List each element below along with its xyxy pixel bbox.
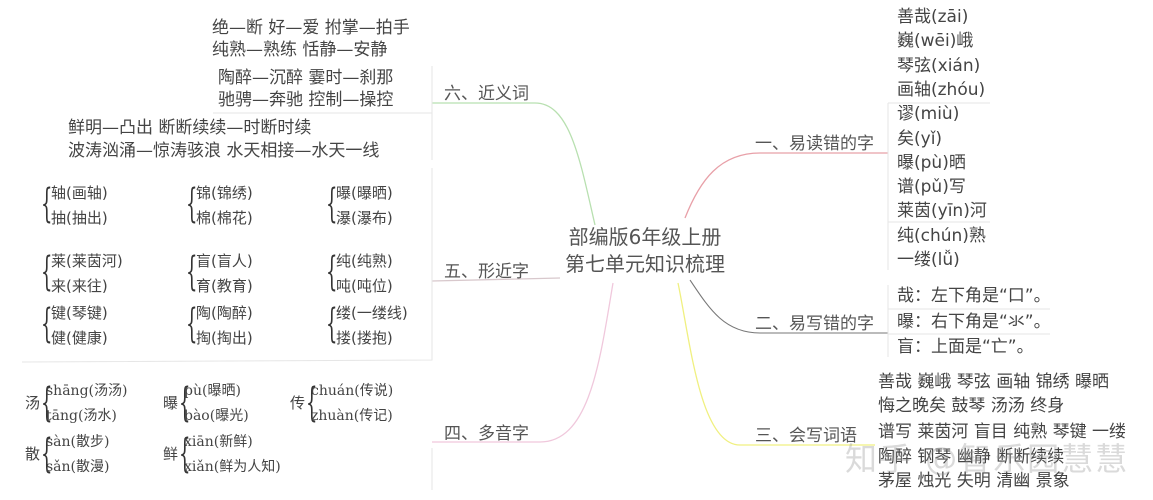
synonym-line: 绝—断 好—爱 拊掌—拍手 (212, 18, 410, 38)
similar-char-item: 抽(抽出) (51, 209, 108, 227)
similar-char-item: 锦(锦绣) (196, 184, 253, 202)
branch-write-words[interactable]: 三、会写词语 (755, 426, 857, 446)
brace-icon: { (186, 301, 198, 347)
polyphone-reading: sǎn(散漫) (46, 459, 110, 475)
brace-icon: { (326, 249, 338, 295)
misread-item: 巍(wēi)峨 (897, 31, 974, 52)
misread-item: 曝(pù)晒 (897, 152, 966, 173)
misread-item: 纯(chún)熟 (897, 225, 986, 246)
similar-char-item: 陶(陶醉) (196, 304, 253, 322)
brace-icon: { (326, 181, 338, 227)
central-topic-line: 部编版6年级上册 (568, 225, 722, 249)
branch-synonyms[interactable]: 六、近义词 (444, 84, 529, 104)
polyphone-reading: pù(曝晒) (184, 383, 241, 399)
brace-icon: { (41, 431, 53, 477)
misread-item: 一缕(lǚ) (897, 250, 960, 270)
brace-icon: { (41, 181, 53, 227)
similar-char-item: 搂(搂抱) (336, 329, 393, 347)
write-words-line: 陶醉 钢琴 幽静 断断续续 (878, 447, 1065, 467)
polyphone-char: 传 (290, 394, 306, 412)
polyphone-reading: tāng(汤水) (46, 408, 117, 424)
similar-char-item: 缕(一缕线) (336, 304, 408, 322)
brace-icon: { (41, 301, 53, 347)
misread-item: 善哉(zāi) (897, 7, 969, 27)
central-topic[interactable]: 部编版6年级上册 第七单元知识梳理 (555, 224, 735, 278)
misread-item: 矣(yǐ) (897, 128, 943, 149)
polyphone-reading: shāng(汤汤) (46, 383, 128, 399)
polyphone-char: 曝 (163, 394, 179, 412)
similar-char-item: 来(来往) (51, 277, 108, 295)
write-words-line: 悔之晚矣 鼓琴 汤汤 终身 (878, 396, 1065, 416)
brace-icon: { (186, 249, 198, 295)
similar-char-item: 掏(掏出) (196, 329, 253, 347)
similar-char-item: 育(教育) (196, 277, 253, 295)
brace-icon: { (326, 301, 338, 347)
miswritten-item: 曝：右下角是“氺”。 (897, 311, 1051, 332)
misread-item: 谬(miù) (897, 104, 960, 125)
similar-char-item: 健(健康) (51, 329, 108, 347)
connector-synonyms (432, 102, 596, 226)
similar-char-item: 瀑(瀑布) (336, 209, 393, 227)
brace-icon: { (41, 380, 53, 426)
miswritten-item: 盲：上面是“亡”。 (897, 337, 1034, 357)
polyphone-char: 汤 (25, 394, 41, 412)
misread-item: 琴弦(xián) (897, 55, 981, 76)
connector-misread (684, 152, 888, 219)
polyphone-char: 散 (25, 445, 41, 463)
similar-char-item: 曝(曝晒) (336, 184, 393, 202)
synonym-line: 鲜明—凸出 断断续续—时断时续 (68, 118, 312, 138)
synonym-line: 波涛汹涌—惊涛骇浪 水天相接—水天一线 (68, 141, 380, 161)
misread-item: 画轴(zhóu) (897, 79, 986, 100)
brace-icon: { (179, 431, 191, 477)
similar-char-item: 轴(画轴) (51, 184, 108, 202)
polyphone-char: 鲜 (163, 445, 179, 463)
polyphone-reading: bào(曝光) (184, 408, 249, 424)
connector-polyphones (432, 282, 614, 443)
polyphone-reading: chuán(传说) (311, 383, 394, 399)
polyphone-reading: xiān(新鲜) (184, 434, 253, 450)
brace-icon: { (306, 380, 318, 426)
write-words-line: 谱写 莱茵河 盲目 纯熟 琴键 一缕 (878, 422, 1127, 442)
synonym-line: 驰骋—奔驰 控制—操控 (218, 90, 394, 110)
brace-icon: { (179, 380, 191, 426)
branch-misread[interactable]: 一、易读错的字 (755, 134, 874, 154)
synonym-line: 纯熟—熟练 恬静—安静 (212, 40, 388, 60)
similar-char-item: 盲(盲人) (196, 252, 253, 270)
polyphone-reading: xiǎn(鲜为人知) (184, 459, 281, 475)
connector-miswritten (689, 279, 888, 334)
similar-char-item: 棉(棉花) (196, 209, 253, 227)
similar-char-item: 莱(莱茵河) (51, 252, 123, 270)
misread-item: 谱(pǔ)写 (897, 177, 966, 198)
connector-write-words (677, 282, 875, 446)
branch-miswritten[interactable]: 二、易写错的字 (755, 314, 874, 334)
write-words-line: 善哉 巍峨 琴弦 画轴 锦绣 曝晒 (878, 372, 1110, 392)
misread-item: 莱茵(yīn)河 (897, 201, 987, 222)
watermark: 知乎 @智乐园慧慧 (845, 440, 1130, 478)
write-words-line: 茅屋 烛光 失明 清幽 景象 (878, 471, 1070, 491)
synonym-line: 陶醉—沉醉 霎时—刹那 (218, 68, 394, 88)
polyphone-reading: sàn(散步) (46, 434, 110, 450)
brace-icon: { (41, 249, 53, 295)
branch-polyphones[interactable]: 四、多音字 (444, 424, 529, 444)
polyphone-reading: zhuàn(传记) (311, 408, 393, 424)
branch-similar-chars[interactable]: 五、形近字 (444, 262, 529, 282)
similar-char-item: 纯(纯熟) (336, 252, 393, 270)
connector-similar (431, 277, 561, 282)
miswritten-item: 哉：左下角是“口”。 (897, 286, 1051, 306)
brace-icon: { (186, 181, 198, 227)
similar-char-item: 键(琴键) (51, 304, 108, 322)
similar-char-item: 吨(吨位) (336, 277, 393, 295)
central-topic-line: 第七单元知识梳理 (565, 252, 725, 276)
